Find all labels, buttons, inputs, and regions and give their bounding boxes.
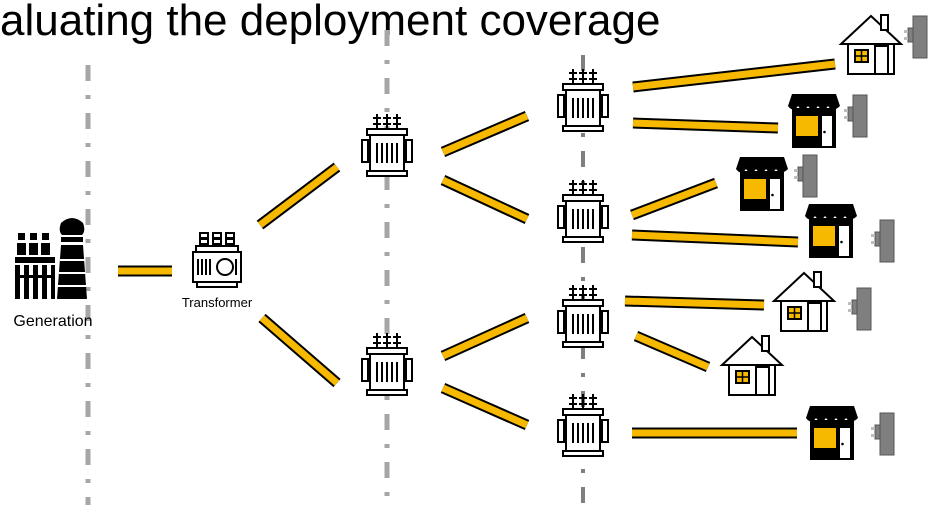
connection-line (630, 179, 718, 219)
smart-meter-icon (870, 412, 895, 456)
substation-transformer-icon (361, 332, 413, 396)
generation-label: Generation (13, 313, 92, 330)
shop-icon (788, 94, 840, 148)
shop-icon (806, 406, 858, 460)
connection-line (631, 231, 799, 246)
house-icon (721, 335, 783, 396)
house-icon (773, 271, 835, 332)
connection-line (441, 112, 529, 156)
smart-meter-icon (793, 154, 818, 198)
connection-line (259, 315, 340, 386)
substation-transformer-icon (557, 68, 609, 132)
smart-meter-icon (903, 15, 928, 59)
smart-meter-icon (843, 94, 868, 138)
shop-icon (736, 157, 788, 211)
substation-transformer-icon (361, 113, 413, 177)
factory-icon (15, 218, 87, 299)
smart-meter-icon (870, 219, 895, 263)
page-title: aluating the deployment coverage (0, 0, 661, 45)
connection-line (624, 297, 765, 309)
connection-line (441, 384, 529, 429)
shop-icon (805, 204, 857, 258)
substation-transformer-icon (557, 393, 609, 457)
connection-lines (118, 58, 836, 439)
connection-line (257, 164, 340, 228)
house-icon (840, 14, 902, 75)
transformer-icon (192, 232, 242, 288)
connection-line (632, 119, 779, 132)
transformer-label: Transformer (182, 295, 253, 310)
smart-meter-icon (847, 287, 872, 331)
connection-line (441, 314, 529, 360)
substation-transformer-icon (557, 179, 609, 243)
substation-transformer-icon (557, 284, 609, 348)
connection-line (441, 176, 529, 223)
connection-line (634, 332, 710, 371)
connection-line (632, 60, 836, 91)
